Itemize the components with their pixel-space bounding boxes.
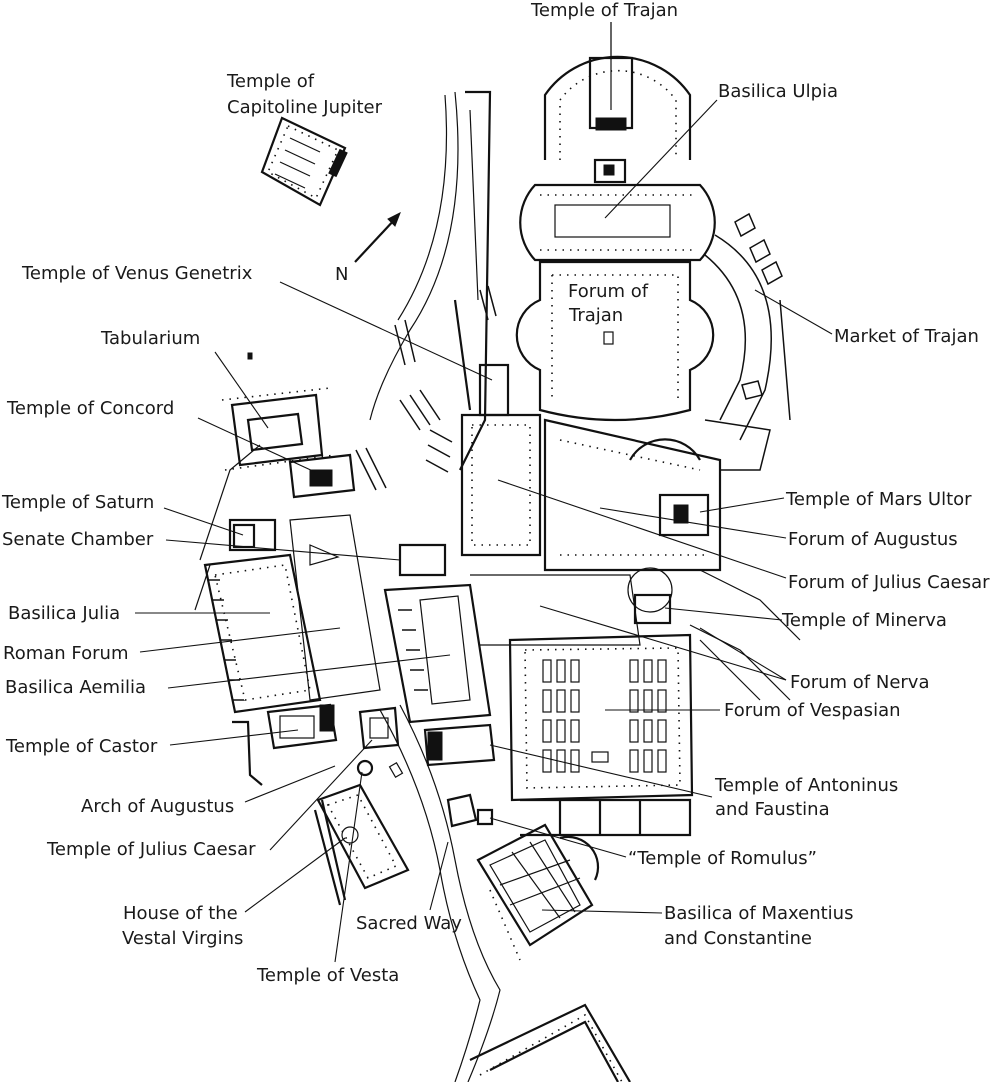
label-forum-of-trajan-line1: Forum of bbox=[568, 281, 649, 302]
label-senate-chamber: Senate Chamber bbox=[2, 529, 154, 550]
label-forum-of-trajan-line2: Trajan bbox=[568, 305, 623, 326]
label-vestal-line1: House of the bbox=[123, 903, 238, 924]
market-of-trajan bbox=[704, 212, 783, 441]
map-labels: Temple of Trajan Basilica Ulpia Temple o… bbox=[1, 0, 990, 986]
label-basilica-julia: Basilica Julia bbox=[8, 603, 120, 624]
forum-of-augustus-outline bbox=[543, 418, 722, 572]
basilica-of-maxentius bbox=[476, 823, 600, 961]
label-forum-of-vespasian: Forum of Vespasian bbox=[724, 700, 901, 721]
basilica-aemilia bbox=[383, 583, 492, 724]
label-temple-of-minerva: Temple of Minerva bbox=[781, 610, 947, 631]
label-antoninus-line2: and Faustina bbox=[715, 799, 830, 820]
label-maxentius-line1: Basilica of Maxentius bbox=[664, 903, 853, 924]
label-temple-of-saturn: Temple of Saturn bbox=[1, 492, 154, 513]
label-temple-of-trajan: Temple of Trajan bbox=[530, 0, 678, 21]
basilica-julia bbox=[203, 553, 322, 714]
ruins-hatch bbox=[355, 285, 497, 491]
temple-of-venus-genetrix bbox=[478, 363, 510, 417]
tabularium bbox=[221, 387, 336, 471]
temple-of-vesta-marker bbox=[356, 759, 374, 777]
label-forum-of-nerva: Forum of Nerva bbox=[790, 672, 929, 693]
temple-of-julius-caesar bbox=[358, 706, 400, 750]
label-roman-forum: Roman Forum bbox=[3, 643, 128, 664]
label-tabularium: Tabularium bbox=[100, 328, 200, 349]
label-capitoline-line1: Temple of bbox=[226, 71, 315, 92]
temple-of-capitoline-jupiter bbox=[260, 116, 348, 207]
label-north-marker: N bbox=[335, 264, 348, 285]
temple-of-concord bbox=[288, 453, 356, 499]
capitol-slope bbox=[194, 444, 261, 611]
label-temple-of-castor: Temple of Castor bbox=[5, 736, 158, 757]
forum-of-vespasian bbox=[508, 633, 694, 837]
temple-of-antoninus-and-faustina bbox=[423, 723, 496, 767]
trajan-temple-apse bbox=[543, 55, 692, 160]
sacred-way bbox=[379, 704, 501, 1082]
temple-of-saturn bbox=[232, 523, 256, 549]
north-arrow bbox=[354, 211, 401, 263]
senate-chamber bbox=[228, 518, 277, 552]
label-market-of-trajan: Market of Trajan bbox=[834, 326, 979, 347]
temple-of-mars-ultor bbox=[658, 493, 710, 537]
label-forum-of-julius-caesar: Forum of Julius Caesar bbox=[788, 572, 990, 593]
basilica-ulpia-outline bbox=[519, 183, 716, 262]
trajan-precinct-west-wall bbox=[453, 90, 492, 471]
fora-east-boundary bbox=[689, 569, 801, 701]
label-venus-genetrix: Temple of Venus Genetrix bbox=[21, 263, 253, 284]
label-temple-of-julius-caesar: Temple of Julius Caesar bbox=[46, 839, 256, 860]
temple-of-minerva bbox=[633, 593, 672, 625]
label-temple-of-vesta: Temple of Vesta bbox=[256, 965, 399, 986]
label-temple-of-romulus: “Temple of Romulus” bbox=[628, 848, 817, 869]
label-arch-of-augustus: Arch of Augustus bbox=[81, 796, 234, 817]
roman-forum-outline bbox=[289, 514, 381, 701]
capitoline-hill-contour bbox=[369, 91, 459, 421]
house-of-vestal-virgins bbox=[313, 783, 410, 906]
label-maxentius-line2: and Constantine bbox=[664, 928, 812, 949]
label-antoninus-line1: Temple of Antoninus bbox=[714, 775, 898, 796]
label-sacred-way: Sacred Way bbox=[356, 913, 462, 934]
temple-of-castor bbox=[232, 703, 338, 786]
temple-of-romulus bbox=[446, 793, 494, 828]
label-vestal-line2: Vestal Virgins bbox=[122, 928, 243, 949]
plan-drawing bbox=[194, 22, 801, 1082]
southeast-building bbox=[469, 1003, 631, 1082]
label-forum-of-augustus: Forum of Augustus bbox=[788, 529, 958, 550]
label-basilica-ulpia: Basilica Ulpia bbox=[718, 81, 838, 102]
label-temple-of-concord: Temple of Concord bbox=[6, 398, 174, 419]
arch-of-augustus-marker bbox=[388, 761, 404, 779]
label-capitoline-line2: Capitoline Jupiter bbox=[227, 97, 383, 118]
label-temple-of-mars-ultor: Temple of Mars Ultor bbox=[785, 489, 972, 510]
forum-of-trajan-outline bbox=[515, 260, 715, 422]
forum-of-nerva-outline bbox=[470, 574, 641, 646]
leader-lines bbox=[135, 22, 833, 963]
forum-of-julius-caesar-outline bbox=[460, 413, 542, 557]
label-basilica-aemilia: Basilica Aemilia bbox=[5, 677, 146, 698]
